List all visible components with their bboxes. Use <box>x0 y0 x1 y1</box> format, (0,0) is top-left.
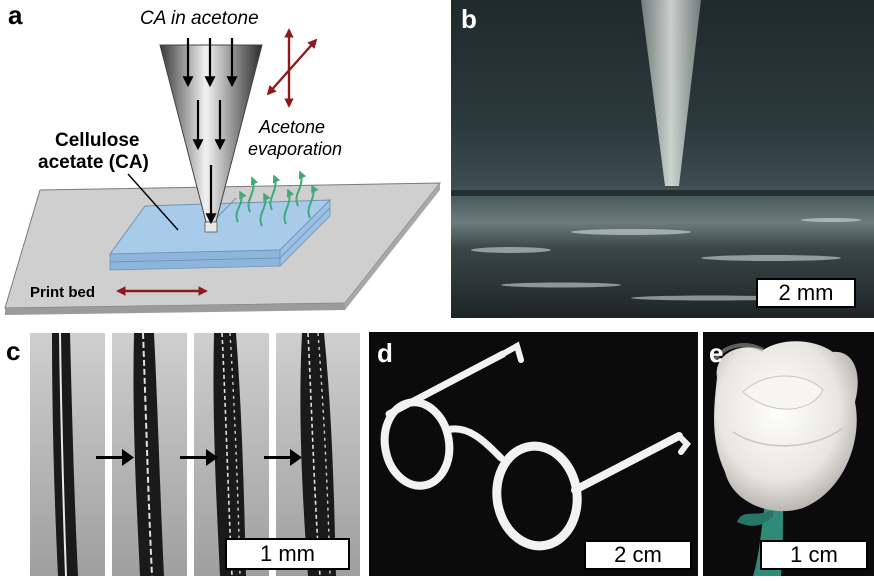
panel-c-letter: c <box>6 336 21 366</box>
label-material-line2: acetate (CA) <box>38 152 149 173</box>
nozzle-photo <box>451 0 874 301</box>
panel-d-photo: d 2 cm <box>369 332 698 576</box>
panel-d-scalebar: 2 cm <box>584 540 692 570</box>
needle-tip <box>641 0 701 186</box>
panel-c-scalebar: 1 mm <box>225 538 350 570</box>
panel-e-letter: e <box>709 338 724 368</box>
printed-rose <box>711 341 858 576</box>
flow-arrows <box>182 38 238 225</box>
panel-a: a CA in acetone Cellulose acetate (CA) A… <box>0 0 450 320</box>
label-evaporation-line1: Acetone <box>258 117 325 137</box>
panel-c-frames: 1 mm <box>30 332 360 577</box>
panel-e-scalebar: 1 cm <box>760 540 868 570</box>
panel-d-letter: d <box>377 338 393 368</box>
label-evaporation-line2: evaporation <box>248 139 342 159</box>
panel-a-letter: a <box>8 0 23 30</box>
panel-b-photo: b 2 mm <box>451 0 874 318</box>
panel-b-letter: b <box>461 4 477 34</box>
label-ca-in-acetone: CA in acetone <box>140 8 259 29</box>
label-print-bed: Print bed <box>30 284 95 301</box>
panel-a-schematic: a CA in acetone Cellulose acetate (CA) A… <box>4 0 442 315</box>
label-material-line1: Cellulose <box>55 130 139 151</box>
panel-b-scalebar: 2 mm <box>756 278 856 308</box>
filament-frames <box>30 332 360 577</box>
movement-arrows <box>116 28 318 296</box>
evaporation-arrows <box>235 170 319 227</box>
time-arrows <box>96 449 302 466</box>
panel-e-photo: e 1 cm <box>703 332 874 576</box>
printed-glasses <box>380 341 691 551</box>
printed-ca-layers <box>108 197 332 271</box>
